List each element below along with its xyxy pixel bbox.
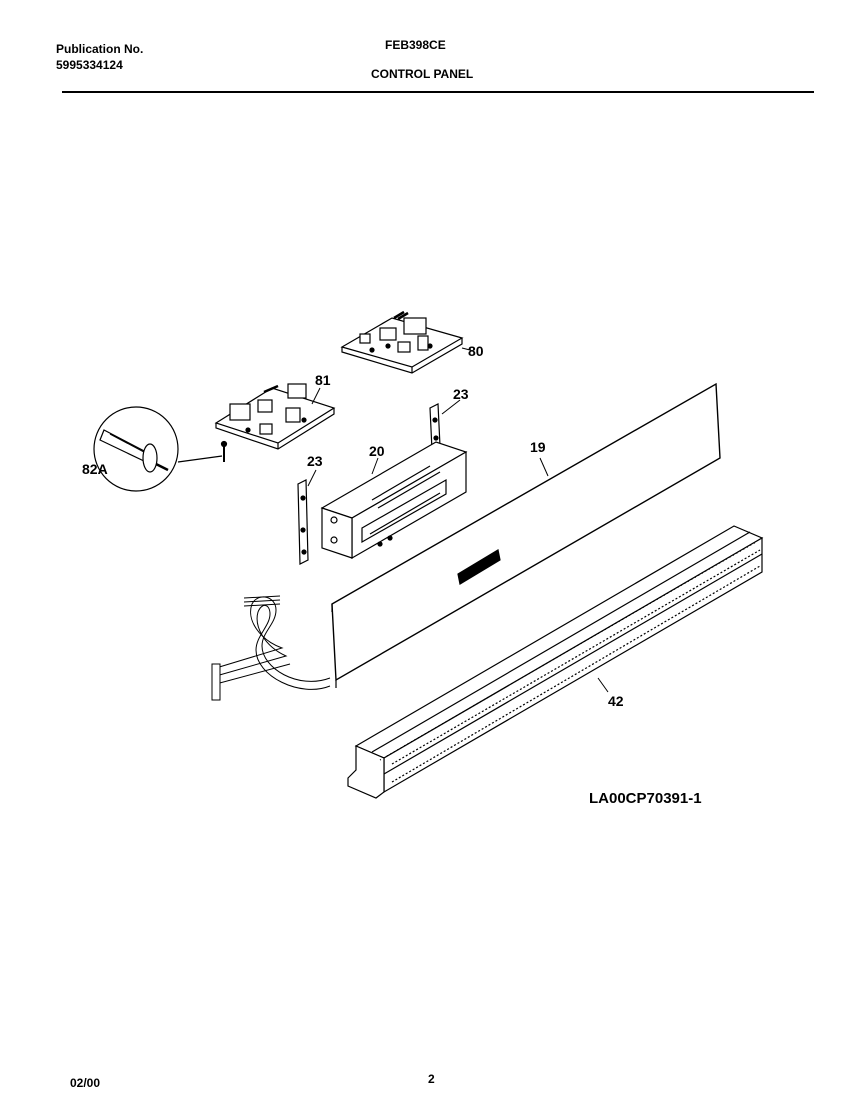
part-81-relay-board [214,383,336,450]
part-20-display-module [320,441,468,560]
header-rule [62,91,814,93]
model-number: FEB398CE [385,38,446,52]
part-19-control-panel [331,382,721,688]
publication-number: 5995334124 [56,58,123,72]
callout-23-right: 23 [453,386,469,402]
callout-23-left: 23 [307,453,323,469]
part-42-trim-extrusion [347,525,764,799]
drawing-code: LA00CP70391-1 [589,790,702,807]
callout-82a: 82A [82,461,108,477]
page-number: 2 [428,1072,435,1086]
part-82a-standoff-detail [93,406,228,492]
section-title: CONTROL PANEL [371,67,474,81]
part-80-control-board [340,310,464,374]
part-23-bracket-left [297,479,309,565]
callout-80: 80 [468,343,484,359]
leader-lines [307,347,609,693]
callout-20: 20 [369,443,385,459]
callout-19: 19 [530,439,546,455]
callout-81: 81 [315,372,331,388]
footer-date: 02/00 [70,1076,101,1090]
wire-harness [211,595,331,701]
publication-label: Publication No. [56,42,144,56]
callout-42: 42 [608,693,624,709]
